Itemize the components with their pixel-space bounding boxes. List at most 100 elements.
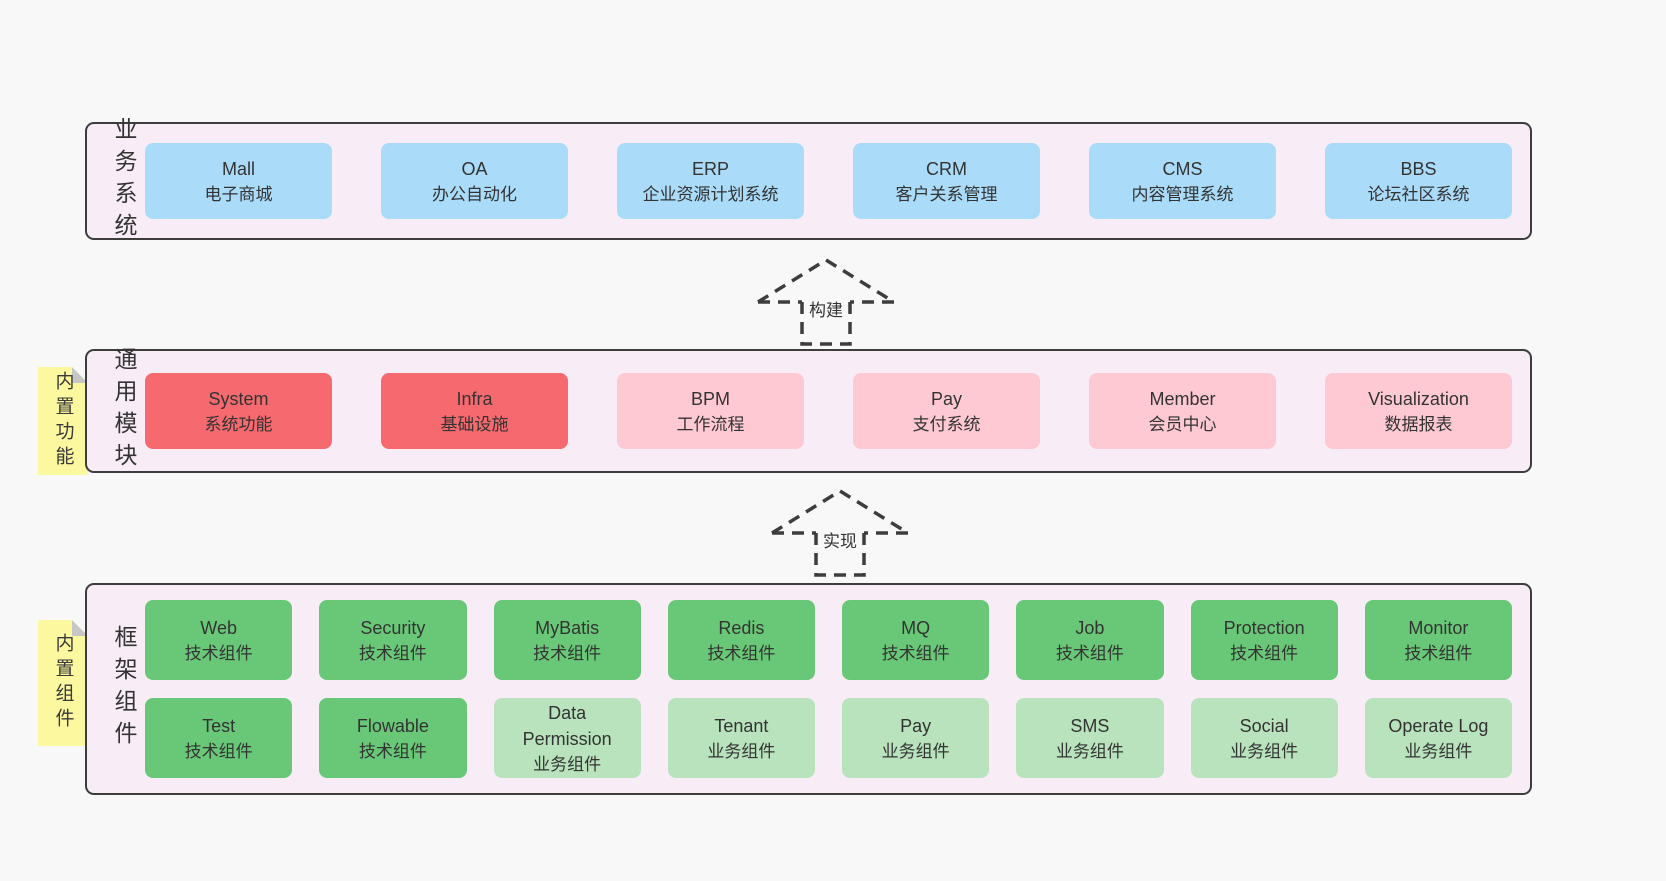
box-subtitle: 业务组件 bbox=[1230, 741, 1299, 761]
box-subtitle: 技术组件 bbox=[184, 741, 253, 761]
box-title: Redis bbox=[718, 617, 765, 638]
box-member: Member 会员中心 bbox=[1089, 373, 1276, 449]
panel-framework-components-label: 框架组件 bbox=[111, 625, 137, 753]
box-title: Operate Log bbox=[1388, 715, 1489, 736]
box-title: Visualization bbox=[1368, 388, 1469, 409]
box-mq: MQ 技术组件 bbox=[842, 600, 990, 680]
box-title: Pay bbox=[900, 715, 932, 736]
tab-built-in-features-label: 内置功能 bbox=[52, 371, 74, 471]
box-subtitle: 办公自动化 bbox=[432, 184, 517, 204]
box-title: Web bbox=[200, 617, 237, 638]
box-title: MyBatis bbox=[535, 617, 600, 638]
box-title: CMS bbox=[1162, 158, 1203, 179]
box-title: BPM bbox=[690, 388, 730, 409]
box-pay-module: Pay 支付系统 bbox=[853, 373, 1040, 449]
box-subtitle: 企业资源计划系统 bbox=[642, 184, 779, 204]
box-visualization: Visualization 数据报表 bbox=[1325, 373, 1512, 449]
box-bbs: BBS 论坛社区系统 bbox=[1325, 143, 1512, 219]
box-subtitle: 业务组件 bbox=[1404, 741, 1473, 761]
box-title: Infra bbox=[456, 388, 493, 409]
tab-built-in-features: 内置功能 bbox=[38, 367, 88, 475]
box-subtitle: 业务组件 bbox=[707, 741, 776, 761]
box-title: System bbox=[208, 388, 269, 409]
tab-built-in-components: 内置组件 bbox=[38, 620, 88, 746]
box-subtitle: 论坛社区系统 bbox=[1367, 184, 1470, 204]
box-system: System 系统功能 bbox=[145, 373, 332, 449]
dashed-up-arrow-icon bbox=[771, 488, 909, 577]
box-title: Tenant bbox=[714, 715, 769, 736]
box-subtitle: 业务组件 bbox=[1055, 741, 1124, 761]
box-subtitle: 技术组件 bbox=[358, 643, 427, 663]
box-subtitle: 技术组件 bbox=[1230, 643, 1299, 663]
panel-common-modules-label: 通用模块 bbox=[111, 347, 137, 475]
box-cms: CMS 内容管理系统 bbox=[1089, 143, 1276, 219]
arrow-build-label: 构建 bbox=[807, 296, 845, 321]
box-social: Social 业务组件 bbox=[1190, 698, 1338, 778]
box-subtitle: 内容管理系统 bbox=[1131, 184, 1234, 204]
box-flowable: Flowable 技术组件 bbox=[319, 698, 467, 778]
box-subtitle: 业务组件 bbox=[533, 754, 602, 774]
box-oa: OA 办公自动化 bbox=[381, 143, 568, 219]
box-title: Member bbox=[1149, 388, 1216, 409]
box-subtitle: 系统功能 bbox=[204, 414, 273, 434]
box-title: OA bbox=[461, 158, 488, 179]
box-subtitle: 基础设施 bbox=[440, 414, 509, 434]
box-title: Monitor bbox=[1408, 617, 1469, 638]
framework-components-grid: Web 技术组件 Security 技术组件 MyBatis 技术组件 Redi… bbox=[145, 600, 1512, 778]
box-subtitle: 技术组件 bbox=[707, 643, 776, 663]
tech-components-row: Web 技术组件 Security 技术组件 MyBatis 技术组件 Redi… bbox=[145, 600, 1512, 680]
box-title: Job bbox=[1075, 617, 1105, 638]
box-web: Web 技术组件 bbox=[145, 600, 293, 680]
box-data-permission: Data Permission 业务组件 bbox=[493, 698, 641, 778]
box-title: Protection bbox=[1223, 617, 1305, 638]
box-erp: ERP 企业资源计划系统 bbox=[617, 143, 804, 219]
box-subtitle: 业务组件 bbox=[881, 741, 950, 761]
box-title: BBS bbox=[1400, 158, 1437, 179]
box-mall: Mall 电子商城 bbox=[145, 143, 332, 219]
dashed-up-arrow-icon bbox=[757, 257, 895, 346]
box-subtitle: 技术组件 bbox=[533, 643, 602, 663]
box-security: Security 技术组件 bbox=[319, 600, 467, 680]
box-operate-log: Operate Log 业务组件 bbox=[1364, 698, 1512, 778]
box-subtitle: 工作流程 bbox=[676, 414, 745, 434]
box-title: SMS bbox=[1070, 715, 1110, 736]
box-title: MQ bbox=[901, 617, 931, 638]
box-subtitle: 支付系统 bbox=[912, 414, 981, 434]
biz-components-row: Test 技术组件 Flowable 技术组件 Data Permission … bbox=[145, 698, 1512, 778]
box-test: Test 技术组件 bbox=[145, 698, 293, 778]
box-monitor: Monitor 技术组件 bbox=[1364, 600, 1512, 680]
box-sms: SMS 业务组件 bbox=[1016, 698, 1164, 778]
box-pay-component: Pay 业务组件 bbox=[842, 698, 990, 778]
panel-framework-components: 框架组件 Web 技术组件 Security 技术组件 MyBatis 技术组件… bbox=[85, 583, 1532, 795]
box-title: Mall bbox=[221, 158, 255, 179]
box-title: Data Permission bbox=[522, 702, 612, 749]
common-modules-box-row: System 系统功能 Infra 基础设施 BPM 工作流程 Pay 支付系统… bbox=[145, 373, 1512, 449]
box-job: Job 技术组件 bbox=[1016, 600, 1164, 680]
tab-built-in-components-label: 内置组件 bbox=[52, 633, 74, 733]
box-title: Test bbox=[202, 715, 236, 736]
box-subtitle: 技术组件 bbox=[881, 643, 950, 663]
panel-business-systems: 业务系统 Mall 电子商城 OA 办公自动化 ERP 企业资源计划系统 CRM… bbox=[85, 117, 1532, 245]
box-title: CRM bbox=[926, 158, 967, 179]
box-crm: CRM 客户关系管理 bbox=[853, 143, 1040, 219]
arrow-build: 构建 bbox=[756, 254, 896, 348]
arrow-implement-label: 实现 bbox=[821, 527, 859, 552]
box-subtitle: 技术组件 bbox=[184, 643, 253, 663]
box-title: ERP bbox=[691, 158, 729, 179]
box-subtitle: 技术组件 bbox=[1055, 643, 1124, 663]
box-title: Pay bbox=[930, 388, 963, 409]
box-subtitle: 数据报表 bbox=[1384, 414, 1453, 434]
box-subtitle: 电子商城 bbox=[204, 184, 273, 204]
box-title: Flowable bbox=[356, 715, 429, 736]
box-infra: Infra 基础设施 bbox=[381, 373, 568, 449]
panel-common-modules: 通用模块 System 系统功能 Infra 基础设施 BPM 工作流程 Pay… bbox=[85, 347, 1532, 475]
box-title: Social bbox=[1239, 715, 1289, 736]
box-subtitle: 客户关系管理 bbox=[895, 184, 998, 204]
box-redis: Redis 技术组件 bbox=[667, 600, 815, 680]
panel-business-systems-label: 业务系统 bbox=[111, 117, 137, 245]
box-bpm: BPM 工作流程 bbox=[617, 373, 804, 449]
box-mybatis: MyBatis 技术组件 bbox=[493, 600, 641, 680]
box-subtitle: 会员中心 bbox=[1148, 414, 1217, 434]
box-tenant: Tenant 业务组件 bbox=[667, 698, 815, 778]
